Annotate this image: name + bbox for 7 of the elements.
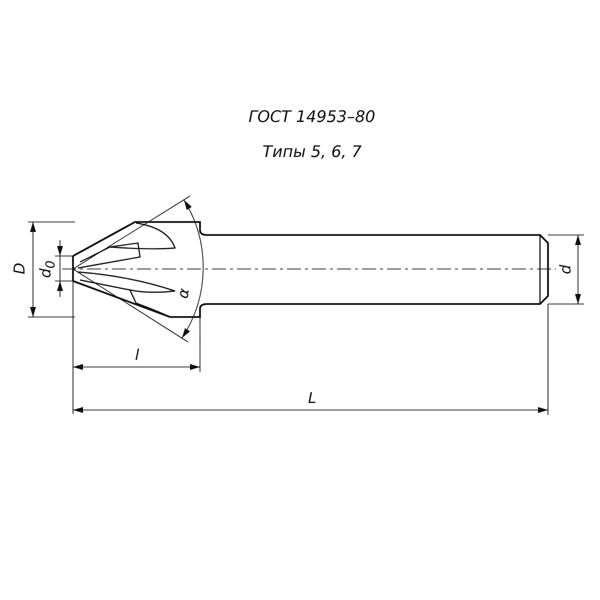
title: ГОСТ 14953–80 <box>248 109 376 125</box>
dimension-label: L <box>308 390 316 406</box>
dimension-label: l <box>135 348 140 362</box>
caption: Типы 5, 6, 7 <box>262 144 362 160</box>
dimension-label: α <box>176 286 192 300</box>
dimension-label: d <box>558 264 574 274</box>
dimension-label: D <box>12 262 28 274</box>
